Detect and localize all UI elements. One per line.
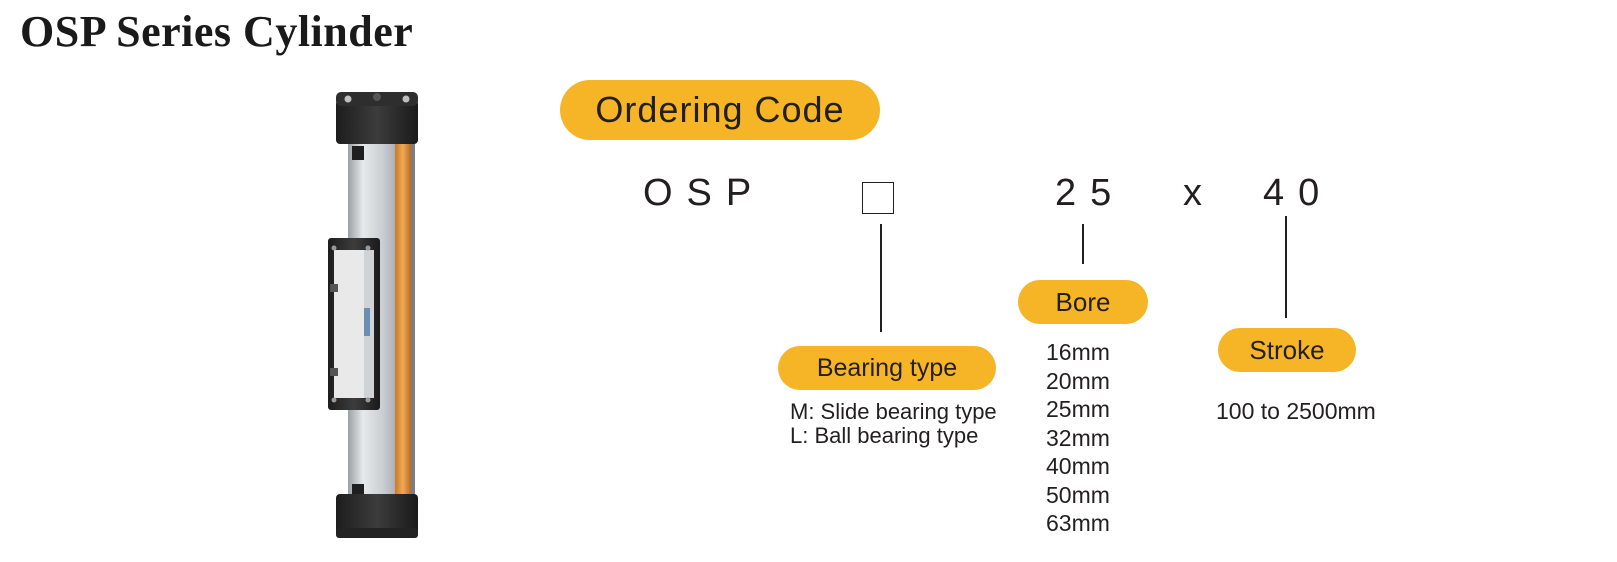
bearing-type-code-box (862, 182, 894, 214)
bearing-type-badge: Bearing type (778, 346, 996, 390)
bearing-connector-line (880, 224, 882, 332)
bore-options-list: 16mm 20mm 25mm 32mm 40mm 50mm 63mm (1046, 338, 1110, 538)
page-title: OSP Series Cylinder (20, 7, 414, 56)
bearing-options-list: M: Slide bearing type L: Ball bearing ty… (790, 400, 997, 448)
stroke-badge: Stroke (1218, 328, 1356, 372)
code-prefix: OSP (643, 172, 766, 214)
stroke-connector-line (1285, 216, 1287, 318)
bore-option: 50mm (1046, 481, 1110, 508)
bore-option: 25mm (1046, 396, 1110, 422)
code-stroke-value: 40 (1263, 172, 1334, 214)
cylinder-product-image (328, 92, 418, 538)
bore-option: 32mm (1046, 424, 1110, 451)
code-bore-value: 25 (1055, 172, 1126, 214)
bearing-option: M: Slide bearing type (790, 399, 997, 424)
bore-option: 40mm (1046, 453, 1110, 479)
bore-option: 63mm (1046, 510, 1110, 536)
bore-option: 16mm (1046, 339, 1110, 365)
bore-badge: Bore (1018, 280, 1148, 324)
ordering-code-badge: Ordering Code (560, 80, 880, 140)
bore-connector-line (1082, 224, 1084, 264)
code-separator: x (1183, 172, 1202, 214)
stroke-range: 100 to 2500mm (1216, 398, 1376, 424)
bore-option: 20mm (1046, 367, 1110, 394)
bearing-option: L: Ball bearing type (790, 423, 979, 448)
